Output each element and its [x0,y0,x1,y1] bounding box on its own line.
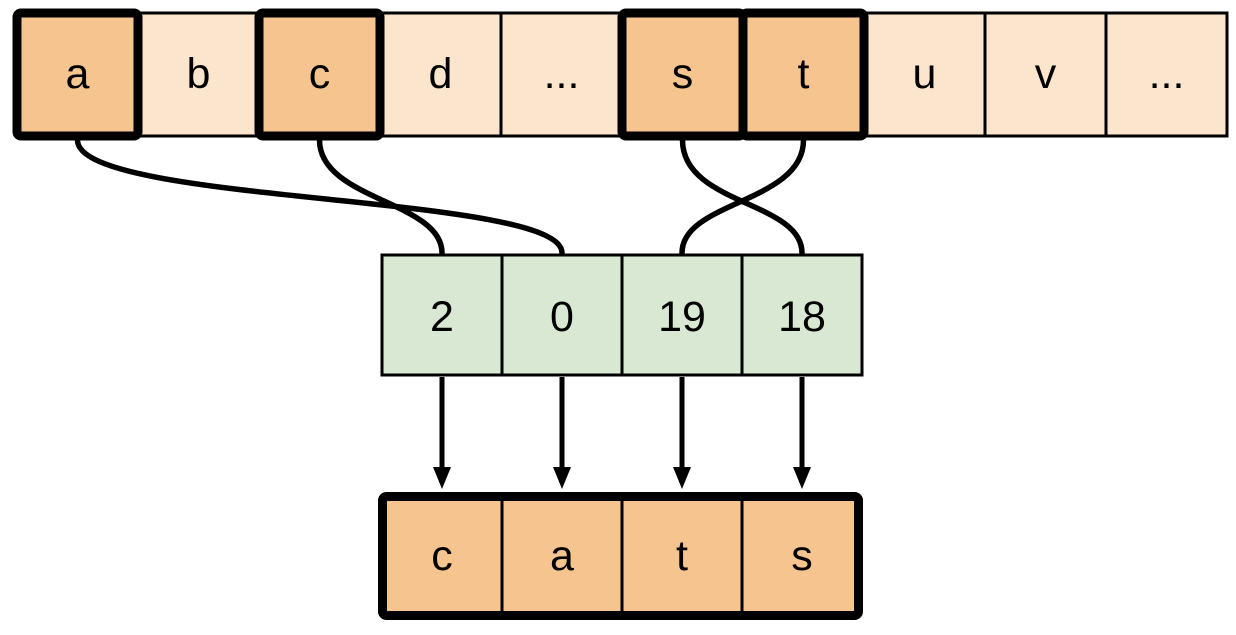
alphabet-cell-box [12,8,143,141]
alphabet-cell-label: a [66,50,90,98]
alphabet-cell-box [738,8,869,141]
output-row: c a t s [378,492,863,620]
index-cell-value: 2 [430,293,454,341]
mapping-curve-s-to-18 [679,137,805,256]
alphabet-cell-u: u [862,11,987,138]
mapping-curves [74,137,807,256]
alphabet-row: b d ... u v ... [12,8,1229,141]
index-cell-value: 18 [778,293,826,341]
alphabet-cell-s-highlighted: s [617,8,748,141]
mapping-curve-a-to-0 [74,137,565,256]
output-cell-letter: c [431,532,453,580]
arrow-index-to-output-4 [793,377,811,489]
arrow-index-to-output-3 [673,377,691,489]
index-cell-2: 2 [380,253,504,377]
alphabet-cell-label: v [1035,50,1057,98]
alphabet-cell-label: u [913,50,937,98]
alphabet-cell-v: v [983,11,1108,138]
index-cell-box [740,253,864,377]
alphabet-cell-label: d [429,50,453,98]
alphabet-cell-t-highlighted: t [738,8,869,141]
alphabet-cell-b: b [136,11,261,138]
alphabet-cell-label: b [187,50,211,98]
index-cell-value: 19 [658,293,706,341]
alphabet-cell-box [983,11,1108,138]
index-cell-value: 0 [550,293,574,341]
index-cell-box [620,253,744,377]
index-cell-19: 19 [620,253,744,377]
index-cell-0: 0 [500,253,624,377]
index-cell-box [380,253,504,377]
index-row: 2 0 19 18 [380,253,864,377]
alphabet-cell-box [378,11,503,138]
arrow-head-icon [793,467,811,489]
alphabet-cell-label: c [309,50,331,98]
alphabet-cell-ellipsis-1: ... [499,11,624,138]
index-cell-18: 18 [740,253,864,377]
alphabet-cell-box [499,11,624,138]
arrow-head-icon [553,467,571,489]
output-cell-letter: s [791,532,813,580]
alphabet-cell-a-highlighted: a [12,8,143,141]
down-arrows [433,377,811,489]
output-cell-letter: t [676,532,688,580]
output-cell-letter: a [550,532,574,580]
arrow-head-icon [433,467,451,489]
arrow-index-to-output-1 [433,377,451,489]
mapping-curve-t-to-19 [679,137,807,256]
alphabet-cell-box [254,8,385,141]
alphabet-cell-c-highlighted: c [254,8,385,141]
alphabet-cell-ellipsis-2: ... [1104,11,1229,138]
alphabet-cell-box [1104,11,1229,138]
alphabet-cell-label: ... [544,50,580,98]
alphabet-cell-label: t [798,50,810,98]
alphabet-cell-d: d [378,11,503,138]
arrow-index-to-output-2 [553,377,571,489]
alphabet-cell-label: ... [1149,50,1185,98]
alphabet-cell-label: s [672,50,694,98]
arrow-head-icon [673,467,691,489]
mapping-curve-c-to-2 [316,137,445,256]
